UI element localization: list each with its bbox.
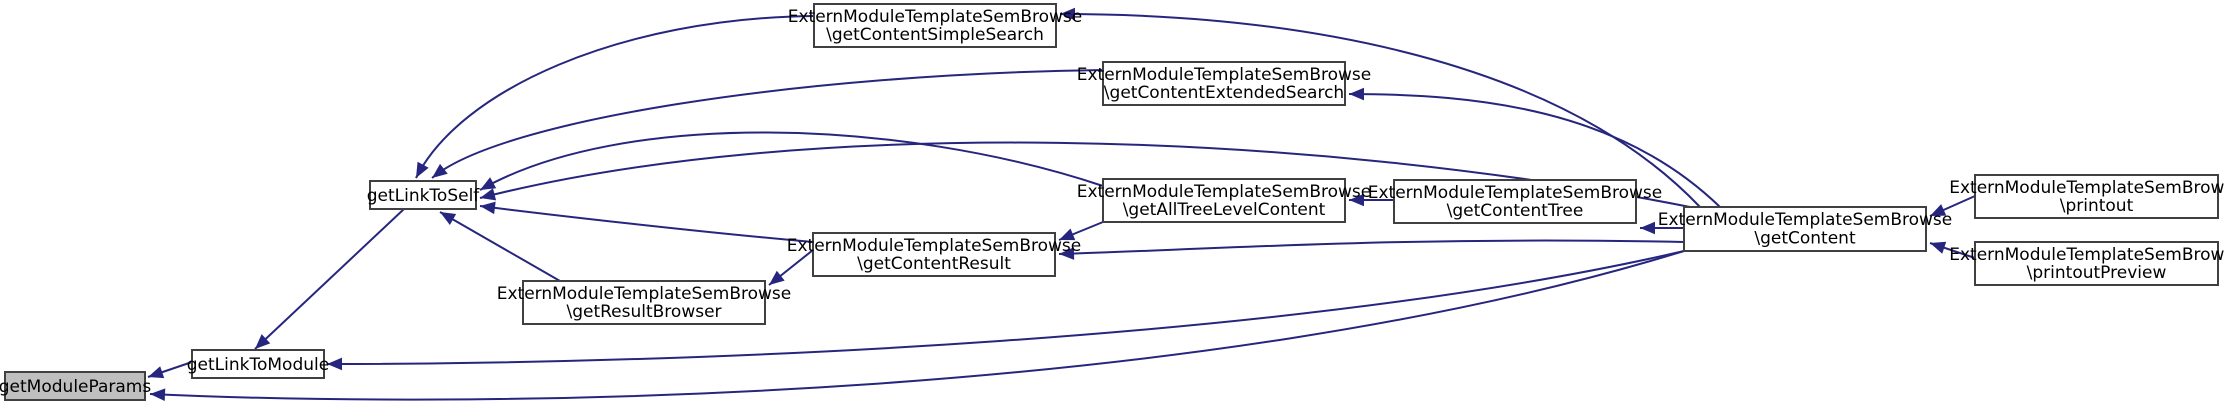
call-edge	[431, 69, 1104, 179]
call-edge	[479, 201, 814, 243]
node-box[interactable]	[1393, 179, 1637, 224]
edge-arrowhead	[480, 177, 497, 190]
call-edge	[479, 131, 1104, 191]
call-edge	[147, 361, 193, 379]
node-label-line1: ExternModuleTemplateSemBrowse	[497, 284, 792, 304]
edge-arrowhead	[327, 357, 343, 371]
edge-arrowhead	[1349, 87, 1365, 101]
node-label-line2: \getContentExtendedSearch	[1104, 83, 1344, 103]
node-box[interactable]	[813, 3, 1057, 48]
edge-arrowhead	[769, 270, 785, 285]
graph-node-getContent[interactable]: ExternModuleTemplateSemBrowse\getContent	[1658, 206, 1953, 252]
node-box[interactable]	[1102, 61, 1346, 106]
call-edge	[1929, 195, 1976, 217]
edge-arrowhead	[416, 161, 429, 178]
node-label-line1: getLinkToModule	[187, 355, 329, 375]
call-edge	[1348, 87, 1721, 208]
node-label-line2: \getContentTree	[1447, 201, 1584, 221]
call-edge	[1059, 7, 1701, 208]
edge-arrowhead	[1640, 221, 1655, 235]
node-box[interactable]	[1974, 241, 2219, 286]
edge-arrowhead	[1930, 241, 1947, 254]
edge-arrowhead	[1349, 193, 1364, 207]
node-box[interactable]	[369, 180, 477, 210]
call-edge	[415, 15, 815, 179]
edge-arrowhead	[150, 388, 166, 401]
node-box[interactable]	[191, 349, 325, 379]
node-box[interactable]	[1683, 206, 1927, 252]
node-box[interactable]	[1974, 174, 2219, 219]
edge-arrowhead	[432, 163, 448, 178]
node-label-line2: \getContentSimpleSearch	[826, 25, 1044, 45]
node-label-line2: \printout	[2060, 196, 2134, 216]
edge-arrowhead	[440, 212, 457, 225]
node-label-line1: ExternModuleTemplateSemBrowse	[1077, 182, 1372, 202]
node-label-line1: ExternModuleTemplateSemBrowse	[1949, 178, 2224, 198]
call-edge	[439, 211, 561, 282]
node-label-line2: \printoutPreview	[2027, 263, 2167, 283]
graph-node-printoutPreview[interactable]: ExternModuleTemplateSemBrowse\printoutPr…	[1949, 241, 2224, 286]
node-label-line1: ExternModuleTemplateSemBrowse	[1658, 210, 1953, 230]
edge-arrowhead	[1059, 228, 1076, 241]
edge-arrowhead	[1059, 247, 1075, 260]
call-edge	[479, 141, 1691, 208]
call-edge	[254, 208, 405, 350]
call-edge	[1058, 221, 1104, 241]
call-edge	[1349, 193, 1394, 207]
graph-node-getContentTree[interactable]: ExternModuleTemplateSemBrowse\getContent…	[1368, 179, 1663, 224]
edge-arrowhead	[1060, 7, 1076, 21]
node-label-line2: \getResultBrowser	[566, 302, 721, 322]
node-label-line1: ExternModuleTemplateSemBrowse	[788, 7, 1083, 27]
edges-layer	[147, 7, 1976, 401]
node-label-line2: \getContent	[1754, 229, 1856, 249]
node-label-line2: \getContentResult	[857, 254, 1011, 274]
graph-node-getAllTreeLevelContent[interactable]: ExternModuleTemplateSemBrowse\getAllTree…	[1077, 178, 1372, 223]
call-edge	[326, 250, 1685, 371]
node-label-line1: ExternModuleTemplateSemBrowse	[1949, 245, 2224, 265]
graph-node-getLinkToSelf[interactable]: getLinkToSelf	[367, 180, 481, 210]
node-label-line1: ExternModuleTemplateSemBrowse	[1368, 183, 1663, 203]
call-edge	[149, 250, 1685, 401]
node-label-line1: ExternModuleTemplateSemBrowse	[1077, 65, 1372, 85]
graph-node-getContentResult[interactable]: ExternModuleTemplateSemBrowse\getContent…	[787, 232, 1082, 277]
node-box[interactable]	[522, 280, 766, 325]
graph-node-getContentSimpleSearch[interactable]: ExternModuleTemplateSemBrowse\getContent…	[788, 3, 1083, 48]
edge-arrowhead	[480, 188, 497, 201]
call-edge	[1929, 241, 1976, 259]
graph-node-getModuleParams[interactable]: getModuleParams	[0, 371, 151, 401]
edge-arrowhead	[480, 201, 496, 215]
graph-node-getContentExtendedSearch[interactable]: ExternModuleTemplateSemBrowse\getContent…	[1077, 61, 1372, 106]
node-box[interactable]	[4, 371, 146, 401]
node-box[interactable]	[1102, 178, 1346, 223]
call-edge	[1640, 221, 1684, 235]
edge-arrowhead	[1930, 204, 1947, 216]
edge-arrowhead	[255, 334, 271, 349]
node-label-line1: getLinkToSelf	[367, 186, 481, 206]
call-edge	[1058, 239, 1685, 260]
node-box[interactable]	[812, 232, 1056, 277]
nodes-layer: getModuleParams getLinkToModule getLinkToS…	[0, 3, 2224, 401]
graph-node-printout[interactable]: ExternModuleTemplateSemBrowse\printout	[1949, 174, 2224, 219]
node-label-line2: \getAllTreeLevelContent	[1123, 200, 1326, 220]
edge-arrowhead	[148, 366, 165, 379]
graph-node-getLinkToModule[interactable]: getLinkToModule	[187, 349, 329, 379]
call-edge	[768, 249, 814, 286]
node-label-line1: ExternModuleTemplateSemBrowse	[787, 236, 1082, 256]
node-label-line1: getModuleParams	[0, 377, 151, 397]
graph-node-getResultBrowser[interactable]: ExternModuleTemplateSemBrowse\getResultB…	[497, 280, 792, 325]
